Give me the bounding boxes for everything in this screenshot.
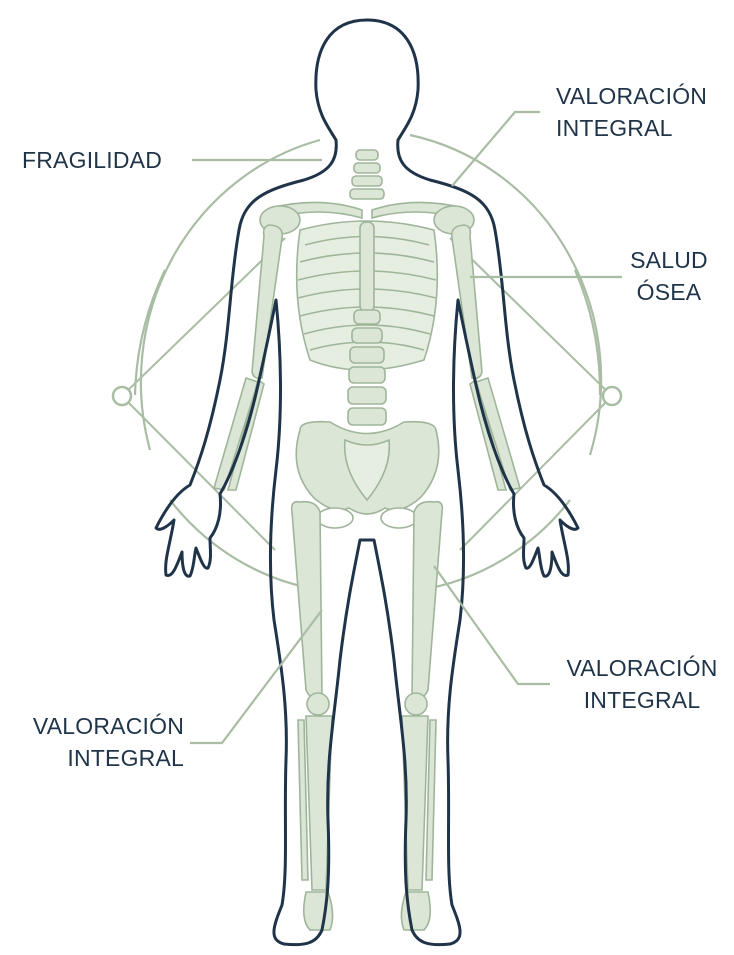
callout-valoracion-top <box>452 112 540 186</box>
label-fragilidad: FRAGILIDAD <box>22 144 162 176</box>
label-fragilidad-text: FRAGILIDAD <box>22 144 162 176</box>
label-valoracion-bottom-left-line2: INTEGRAL <box>10 742 184 774</box>
label-valoracion-top-line1: VALORACIÓN <box>556 80 707 112</box>
label-salud-osea-line1: SALUD <box>622 244 716 276</box>
label-salud-osea: SALUD ÓSEA <box>622 244 716 308</box>
label-valoracion-top: VALORACIÓN INTEGRAL <box>556 80 707 144</box>
right-node-icon <box>603 387 621 405</box>
label-valoracion-bottom-left: VALORACIÓN INTEGRAL <box>10 710 184 774</box>
label-valoracion-bottom-left-line1: VALORACIÓN <box>10 710 184 742</box>
label-valoracion-bottom-right-line1: VALORACIÓN <box>556 652 728 684</box>
label-valoracion-bottom-right: VALORACIÓN INTEGRAL <box>556 652 728 716</box>
label-valoracion-bottom-right-line2: INTEGRAL <box>556 684 728 716</box>
label-salud-osea-line2: ÓSEA <box>622 276 716 308</box>
left-node-icon <box>113 387 131 405</box>
label-valoracion-top-line2: INTEGRAL <box>556 112 707 144</box>
